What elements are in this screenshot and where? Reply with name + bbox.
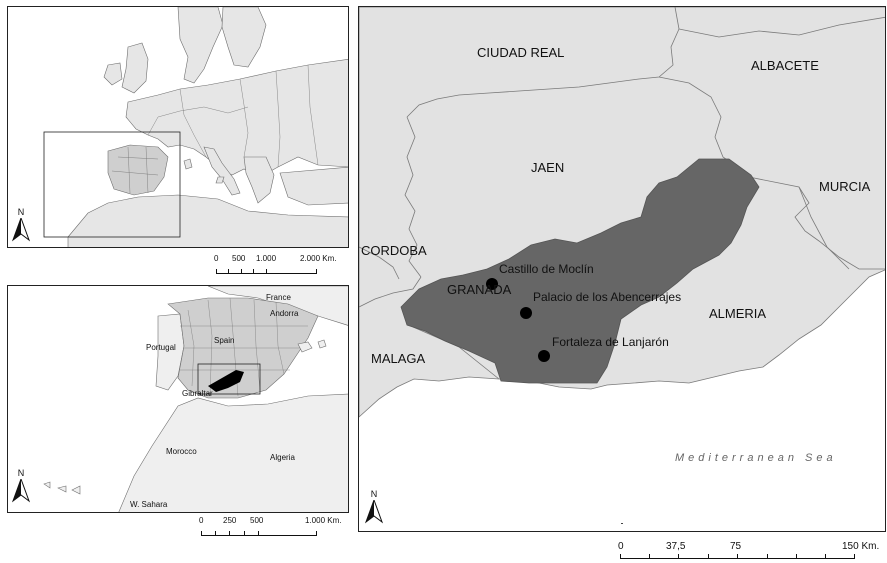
iberia-map-graphic [8, 286, 348, 512]
province-almeria: ALMERIA [709, 306, 767, 321]
main-north-arrow: N [365, 489, 383, 524]
label-spain: Spain [214, 336, 235, 345]
main-map-graphic [359, 7, 885, 531]
scale-label-2000: 2.000 Km. [300, 254, 337, 263]
province-cordoba: CORDOBA [361, 243, 427, 258]
north-label: N [17, 468, 25, 478]
label-w-sahara: W. Sahara [130, 500, 168, 509]
province-malaga: MALAGA [371, 351, 426, 366]
label-portugal: Portugal [146, 343, 176, 352]
province-granada: GRANADA [447, 282, 512, 297]
map-point [538, 350, 550, 362]
main-scalebar: 0 37,5 75 150 Km. [618, 541, 885, 563]
scale-label-1000: 1.000 Km. [305, 516, 342, 525]
north-label: N [370, 489, 378, 499]
map-point [486, 278, 498, 290]
north-label: N [17, 207, 25, 217]
point-label-fortaleza-de-lanjaron: Fortaleza de Lanjarón [552, 335, 669, 349]
scale-label-0: 0 [214, 254, 219, 263]
scale-label-250: 250 [223, 516, 237, 525]
iberia-inset-map: France Andorra Portugal Spain Gibraltar … [7, 285, 349, 513]
europe-north-arrow: N [12, 207, 30, 242]
province-albacete: ALBACETE [751, 58, 819, 73]
label-gibraltar: Gibraltar [182, 389, 213, 398]
scale-label-1000: 1.000 [256, 254, 277, 263]
label-algeria: Algeria [270, 453, 295, 462]
europe-map-graphic [8, 7, 348, 247]
province-murcia: MURCIA [819, 179, 871, 194]
scale-label-0: 0 [199, 516, 204, 525]
north-arrow-icon [12, 479, 30, 503]
map-point [520, 307, 532, 319]
europe-inset-map: N [7, 6, 349, 248]
province-ciudad-real: CIUDAD REAL [477, 45, 565, 60]
label-france: France [266, 293, 291, 302]
scale-label-500: 500 [250, 516, 264, 525]
iberia-scalebar: 0 250 500 1.000 Km. [199, 516, 349, 540]
label-andorra: Andorra [270, 309, 299, 318]
scale-label-0: 0 [618, 541, 624, 552]
north-arrow-icon [12, 218, 30, 242]
iberia-north-arrow: N [12, 468, 30, 503]
sea-label: Mediterranean Sea [675, 452, 837, 464]
europe-scalebar: 0 500 1.000 2.000 Km. [214, 254, 348, 278]
scale-label-150: 150 Km. [842, 541, 880, 552]
scale-label-37-5: 37,5 [666, 541, 686, 552]
label-morocco: Morocco [166, 447, 197, 456]
province-jaen: JAEN [531, 160, 565, 175]
scale-label-75: 75 [730, 541, 742, 552]
point-label-palacio-de-los-abencerrajes: Palacio de los Abencerrajes [533, 290, 682, 304]
scale-label-500: 500 [232, 254, 246, 263]
point-label-castillo-de-moclin: Castillo de Moclín [499, 262, 594, 276]
main-map: CIUDAD REAL ALBACETE JAEN MURCIA CORDOBA… [358, 6, 886, 532]
north-arrow-icon [365, 500, 383, 524]
